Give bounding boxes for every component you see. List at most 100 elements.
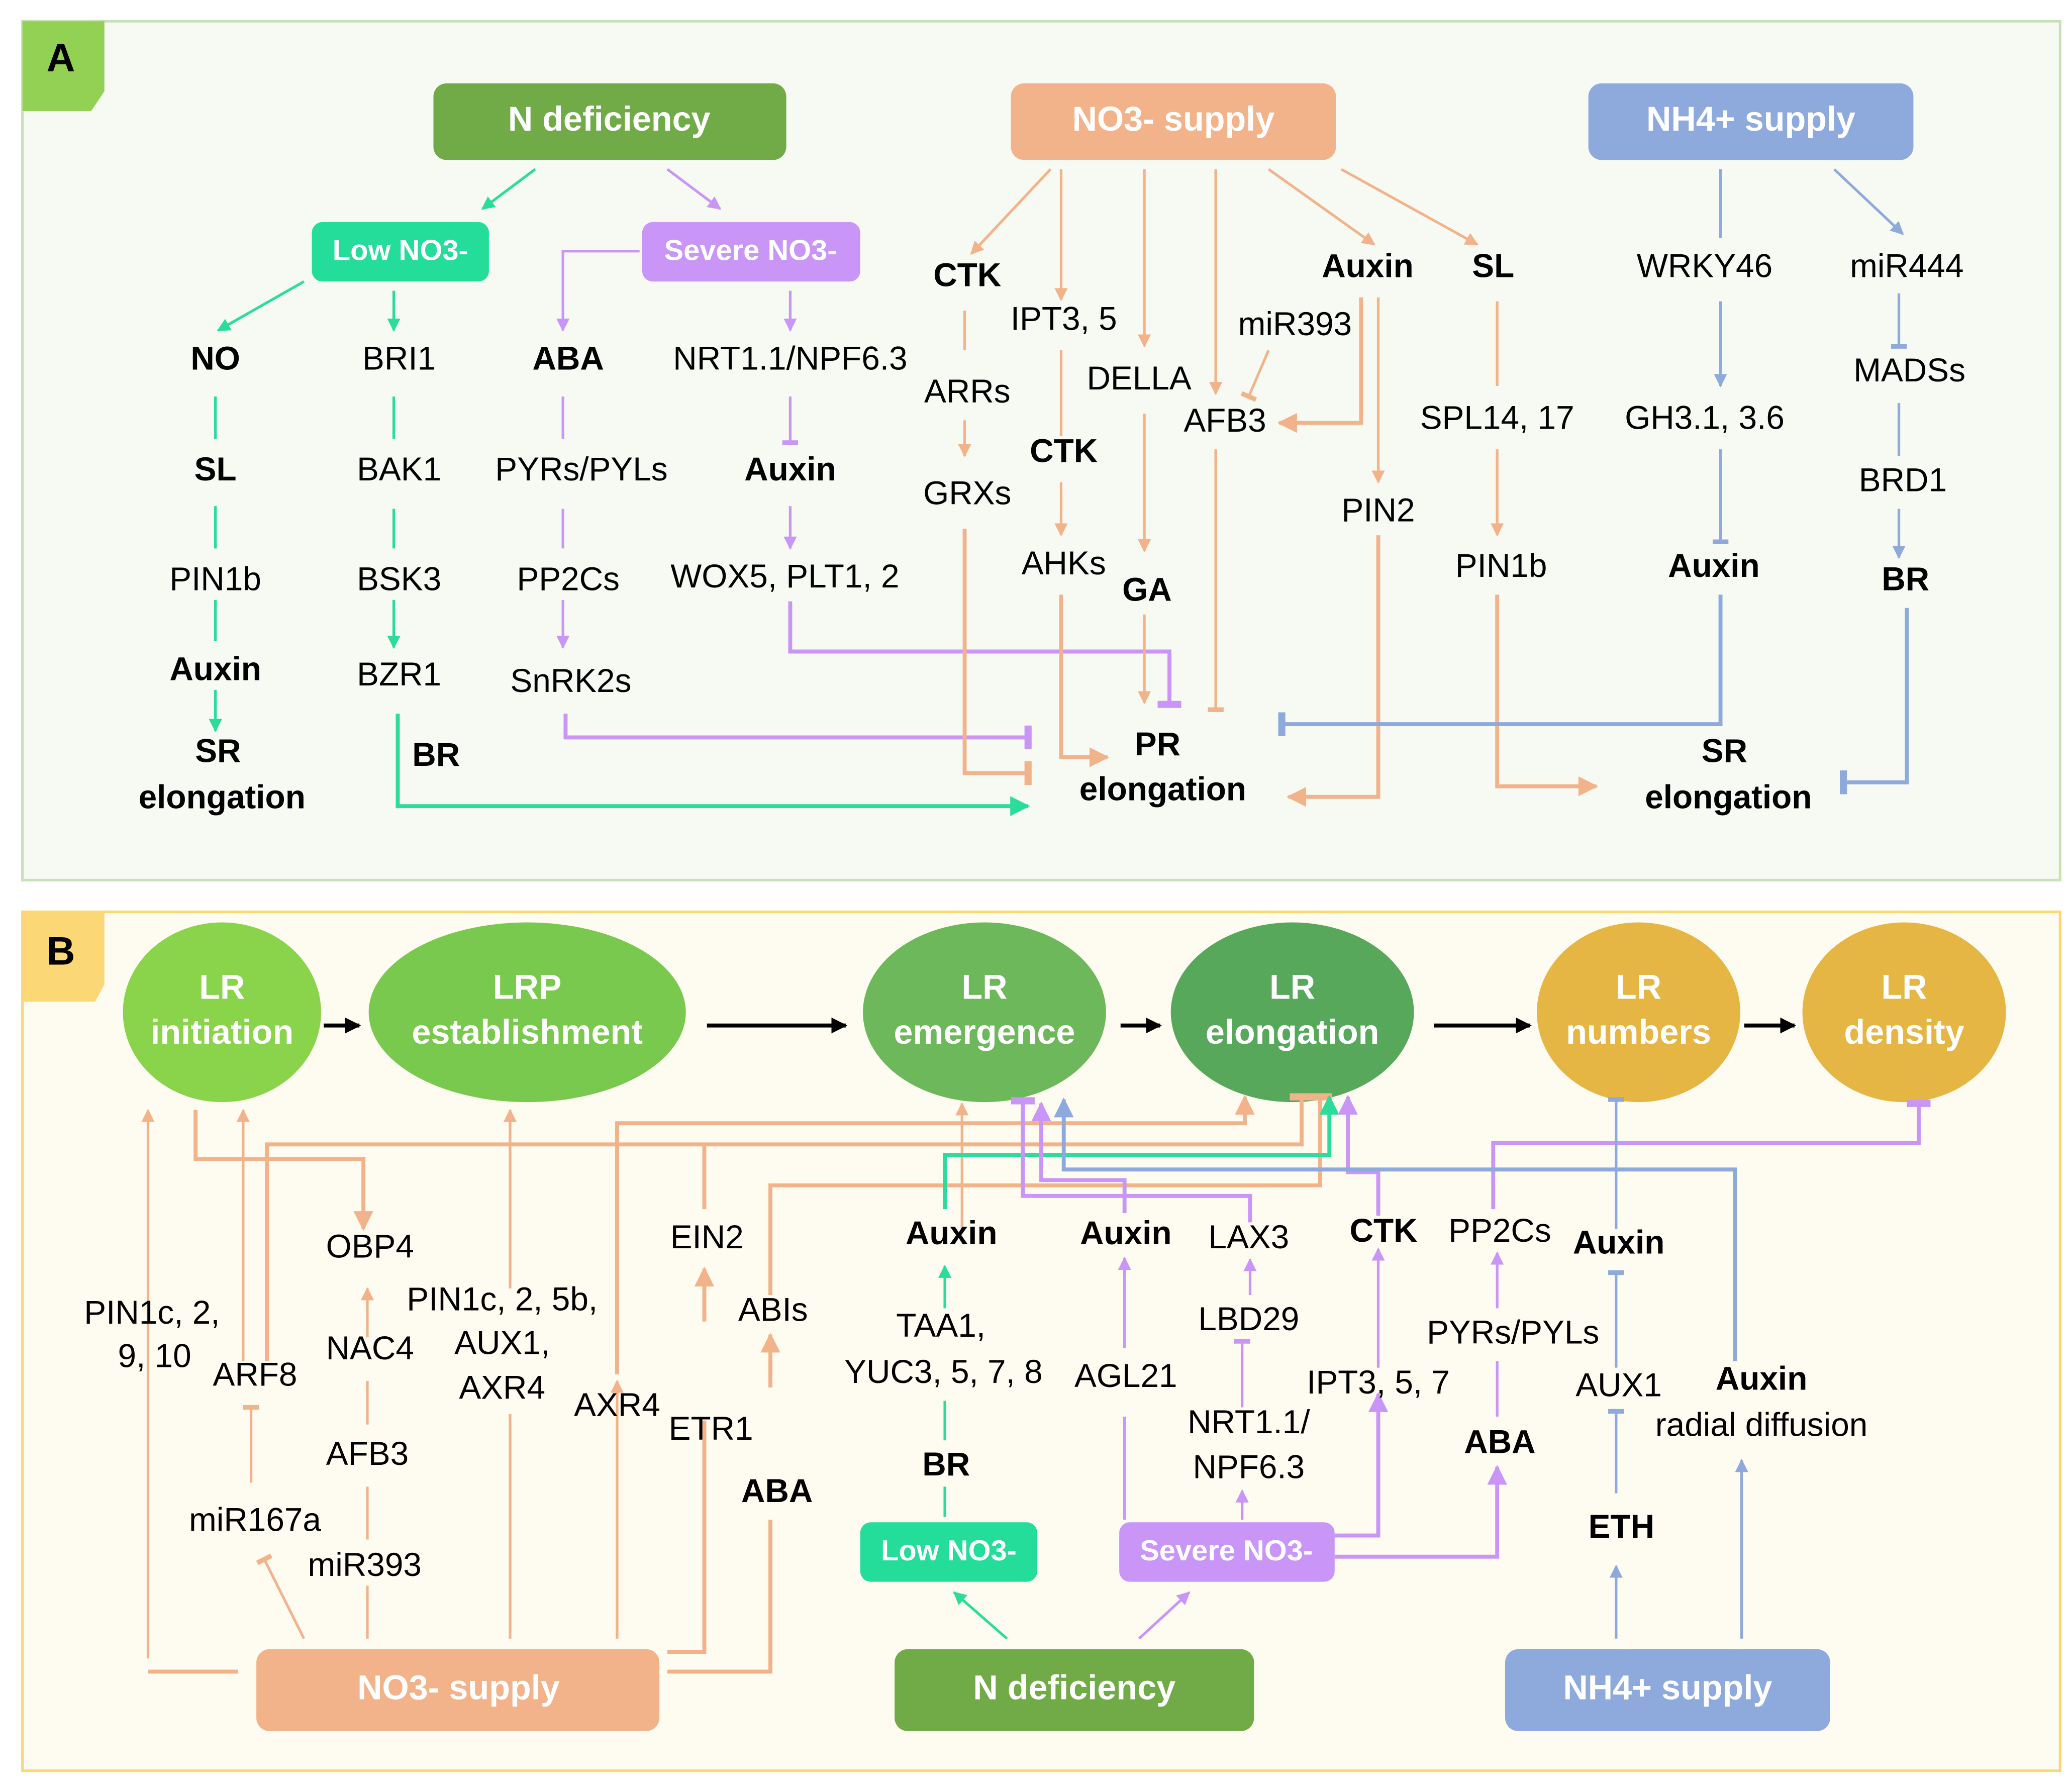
stage-prefix: LR (961, 968, 1007, 1007)
node-sr-elongation: elongation (1645, 778, 1812, 815)
no3-supply-box (256, 1649, 660, 1731)
node-bzr1: BZR1 (357, 655, 441, 692)
stage-name: density (1844, 1013, 1964, 1051)
node-abis: ABIs (738, 1291, 808, 1328)
node-ctk: CTK (933, 256, 1001, 293)
panel-b-edges (141, 1093, 1931, 1674)
panel-a-label: A (46, 36, 75, 80)
node-snrk2s: SnRK2s (510, 662, 631, 699)
node-auxin: Auxin (906, 1214, 998, 1251)
low-no3-label: Low NO3- (333, 235, 468, 267)
node-br: BR (922, 1445, 970, 1482)
panel-b-nodes: PIN1c, 2, 9, 10 ARF8 miR167a OBP4 NAC4 A… (84, 1212, 1867, 1583)
node-pin1b: PIN1b (169, 560, 261, 597)
node-ctk: CTK (1350, 1212, 1418, 1249)
node-bsk3: BSK3 (357, 560, 441, 597)
stage-initiation (123, 922, 321, 1103)
n-deficiency-label: N deficiency (973, 1668, 1175, 1707)
stage-prefix: LR (1881, 968, 1927, 1007)
node-pyrs: PYRs/PYLs (495, 450, 667, 487)
node-spl: SPL14, 17 (1420, 399, 1574, 436)
node-auxin: Auxin (1080, 1214, 1172, 1251)
node-obp4: OBP4 (326, 1227, 414, 1264)
node-nac4: NAC4 (326, 1329, 414, 1366)
n-deficiency-label: N deficiency (508, 100, 711, 138)
node-pyrs: PYRs/PYLs (1427, 1313, 1599, 1350)
nh4-supply-box (1505, 1649, 1830, 1731)
stage-name: establishment (412, 1013, 643, 1051)
node-afb3: AFB3 (326, 1435, 409, 1472)
node-bak1: BAK1 (357, 450, 441, 487)
n-deficiency-box (433, 83, 786, 160)
node-lbd29: LBD29 (1198, 1300, 1299, 1337)
node-pin1c-2: 9, 10 (118, 1337, 191, 1374)
node-wrky46: WRKY46 (1637, 247, 1772, 284)
node-sl: SL (1472, 247, 1514, 284)
node-della: DELLA (1087, 359, 1191, 396)
node-pr: PR (1135, 725, 1180, 762)
node-ctk: CTK (1030, 432, 1098, 469)
node-br: BR (1882, 560, 1929, 597)
node-ahks: AHKs (1022, 544, 1106, 581)
node-auxin: Auxin (1322, 247, 1414, 284)
stage-name: emergence (894, 1013, 1075, 1051)
node-sr: SR (195, 732, 241, 769)
stage-prefix: LR (1269, 968, 1315, 1007)
nh4-supply-box (1588, 83, 1914, 160)
panel-a-tab (22, 21, 105, 112)
node-mir167a: miR167a (189, 1501, 321, 1538)
node-ein2: EIN2 (670, 1218, 744, 1255)
node-arf8: ARF8 (213, 1355, 297, 1393)
node-pr-elongation: elongation (1079, 770, 1246, 808)
panel-a-nodes: NO SL PIN1b Auxin SR elongation BRI1 BAK… (139, 247, 1965, 815)
stage-name: elongation (1206, 1013, 1379, 1051)
node-pp2cs: PP2Cs (517, 560, 620, 597)
stage-elongation (1170, 922, 1414, 1103)
stage-prefix: LRP (493, 968, 562, 1007)
node-mir393: miR393 (308, 1546, 421, 1583)
node-mir393: miR393 (1238, 305, 1352, 342)
node-pin1b: PIN1b (1455, 547, 1547, 584)
node-eth: ETH (1589, 1508, 1654, 1545)
node-grxs: GRXs (923, 474, 1011, 512)
node-ipt: IPT3, 5 (1011, 300, 1117, 337)
node-taa1: TAA1, (896, 1307, 985, 1344)
node-pin-group: PIN1c, 2, 5b, (407, 1280, 598, 1318)
node-bri1: BRI1 (362, 339, 436, 376)
low-no3-label: Low NO3- (881, 1535, 1017, 1567)
node-ipt: IPT3, 5, 7 (1307, 1363, 1450, 1401)
stage-ellipses: LRinitiationLRPestablishmentLRemergenceL… (123, 922, 2006, 1103)
node-afb3: AFB3 (1183, 402, 1266, 439)
node-arrs: ARRs (924, 372, 1011, 410)
node-nrt: NRT1.1/ (1188, 1403, 1310, 1440)
no3-supply-box (1011, 83, 1336, 160)
node-pin-group-3: AXR4 (459, 1369, 545, 1406)
node-sr: SR (1702, 732, 1747, 769)
node-aba: ABA (1464, 1423, 1535, 1460)
node-pp2cs: PP2Cs (1448, 1212, 1551, 1249)
stage-emergence (863, 922, 1106, 1103)
node-mir444: miR444 (1850, 247, 1963, 284)
panel-b: B LRinitiationLRPestablishmentLRemergenc… (21, 910, 2061, 1772)
node-aux1: AUX1 (1575, 1366, 1662, 1403)
nh4-supply-label: NH4+ supply (1563, 1668, 1772, 1707)
node-sl: SL (194, 450, 237, 487)
n-deficiency-box (895, 1649, 1254, 1731)
severe-no3-label: Severe NO3- (1140, 1535, 1313, 1567)
node-aba: ABA (532, 339, 604, 376)
node-lax3: LAX3 (1208, 1218, 1289, 1255)
node-pin2: PIN2 (1341, 491, 1415, 529)
node-nrt-2: NPF6.3 (1193, 1448, 1305, 1485)
panel-b-label: B (46, 929, 75, 973)
node-pin-group-2: AUX1, (454, 1324, 550, 1361)
node-yuc: YUC3, 5, 7, 8 (844, 1353, 1043, 1390)
node-pin1c: PIN1c, 2, (84, 1294, 220, 1331)
node-brd1: BRD1 (1859, 461, 1947, 498)
node-nrt: NRT1.1/NPF6.3 (673, 339, 907, 376)
no3-supply-label: NO3- supply (1072, 100, 1275, 138)
nh4-supply-label: NH4+ supply (1646, 100, 1855, 138)
node-aba: ABA (741, 1472, 813, 1509)
node-auxin: Auxin (169, 650, 261, 687)
node-etr1: ETR1 (669, 1410, 753, 1447)
